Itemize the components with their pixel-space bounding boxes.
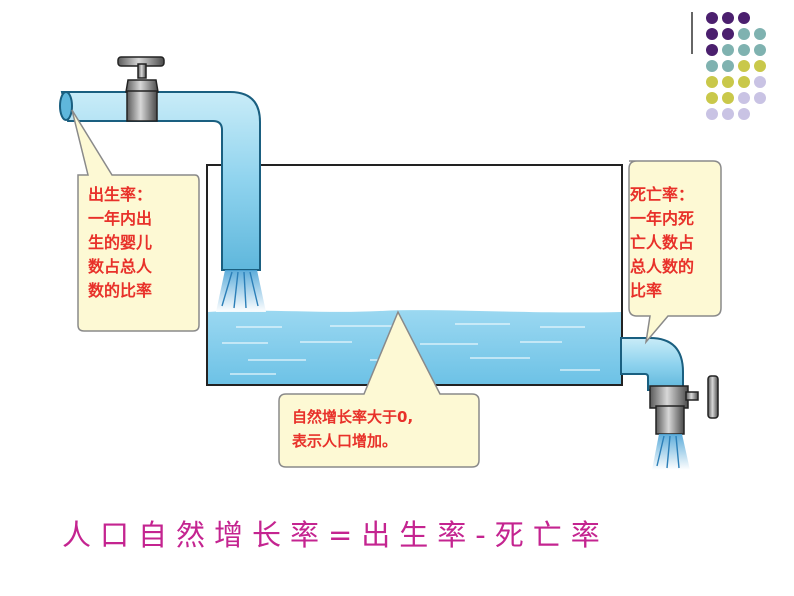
decorative-dot [722, 28, 734, 40]
decorative-dot [754, 76, 766, 88]
decorative-dot [706, 44, 718, 56]
decorative-dot [722, 12, 734, 24]
water-ripples [222, 323, 600, 375]
decorative-dot [738, 44, 750, 56]
decorative-dot [706, 60, 718, 72]
decorative-dot [706, 28, 718, 40]
decorative-dot [754, 92, 766, 104]
outflow-spray [652, 434, 690, 470]
decorative-dot [706, 108, 718, 120]
decorative-dot [722, 92, 734, 104]
decorative-dot [738, 28, 750, 40]
decorative-dot [738, 108, 750, 120]
decorative-dot [754, 60, 766, 72]
callout-death-rate [628, 160, 722, 345]
decorative-dot [706, 92, 718, 104]
callout-natural-growth [278, 310, 480, 468]
decorative-dots [706, 12, 766, 120]
decorative-dot [722, 44, 734, 56]
decorative-dot [722, 76, 734, 88]
decorative-dot [754, 44, 766, 56]
decorative-dot [706, 76, 718, 88]
decorative-dot [706, 12, 718, 24]
outflow-pipe [620, 337, 684, 391]
inflow-pipe [59, 91, 261, 271]
decorative-dot [738, 92, 750, 104]
decorative-dot [754, 28, 766, 40]
water-tap-icon [649, 375, 719, 435]
water-tap-icon [117, 56, 165, 122]
decorative-dot [738, 76, 750, 88]
inflow-spray [216, 270, 266, 312]
death-rate-callout-text: 死亡率： 一年内死 亡人数占 总人数的 比率 [630, 185, 695, 300]
decorative-dot [722, 108, 734, 120]
growth-rate-formula: 人口自然增长率=出生率-死亡率 [62, 518, 609, 552]
natural-growth-callout-text: 自然增长率大于0, 表示人口增加。 [292, 408, 414, 450]
birth-rate-callout-text: 出生率： 一年内出 生的婴儿 数占总人 数的比率 [88, 185, 153, 300]
decorative-dot [738, 60, 750, 72]
callout-birth-rate [71, 109, 200, 332]
decorative-dot [738, 12, 750, 24]
dot-grid-icon [691, 12, 766, 120]
decorative-dot [722, 60, 734, 72]
